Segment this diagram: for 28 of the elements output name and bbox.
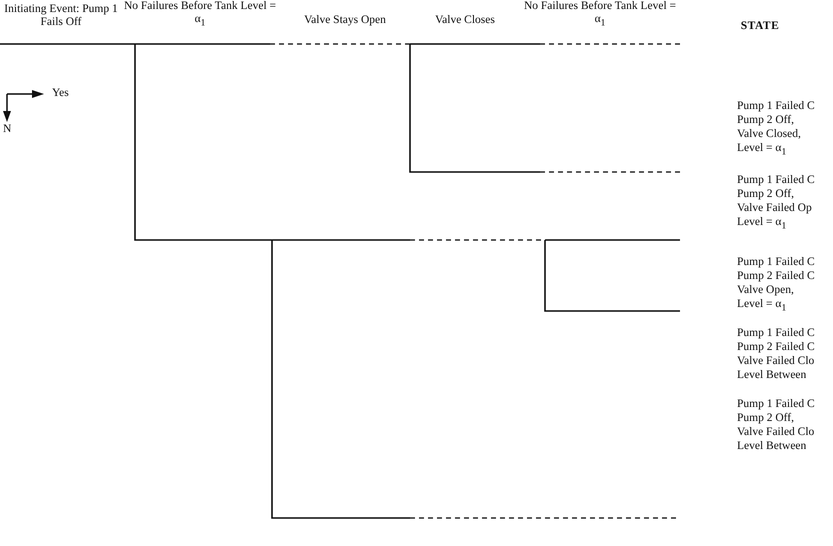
state-text: Valve Failed Clo [737,426,814,439]
state-text: Pump 2 Failed C [737,341,815,354]
axis-label: Yes [52,87,69,100]
state-text: Pump 1 Failed C [737,174,815,187]
state-text: Level Between [737,440,806,453]
column-heading: No Failures Before Tank Level = α$_{1}$ [122,0,278,30]
axis-label: N [3,123,12,136]
state-text: Level = α$_{1}$ [737,142,786,158]
state-text: Pump 2 Off, [737,188,794,201]
column-heading: Valve Stays Open [303,14,387,27]
state-text: Pump 1 Failed C [737,327,815,340]
state-text: Pump 1 Failed C [737,256,815,269]
column-heading: STATE [740,20,780,33]
column-heading: Valve Closes [434,14,496,27]
state-text: Pump 2 Off, [737,412,794,425]
state-text: Level Between [737,369,806,382]
column-heading: Initiating Event: Pump 1 Fails Off [3,3,119,29]
state-text: Pump 1 Failed C [737,398,815,411]
state-text: Level = α$_{1}$ [737,298,786,314]
state-text: Level = α$_{1}$ [737,216,786,232]
state-text: Pump 2 Off, [737,114,794,127]
state-text: Valve Failed Op [737,202,812,215]
state-text: Pump 1 Failed C [737,100,815,113]
state-text: Pump 2 Failed C [737,270,815,283]
column-heading: No Failures Before Tank Level = α$_{1}$ [522,0,678,30]
state-text: Valve Failed Clo [737,355,814,368]
state-text: Valve Open, [737,284,794,297]
state-text: Valve Closed, [737,128,801,141]
